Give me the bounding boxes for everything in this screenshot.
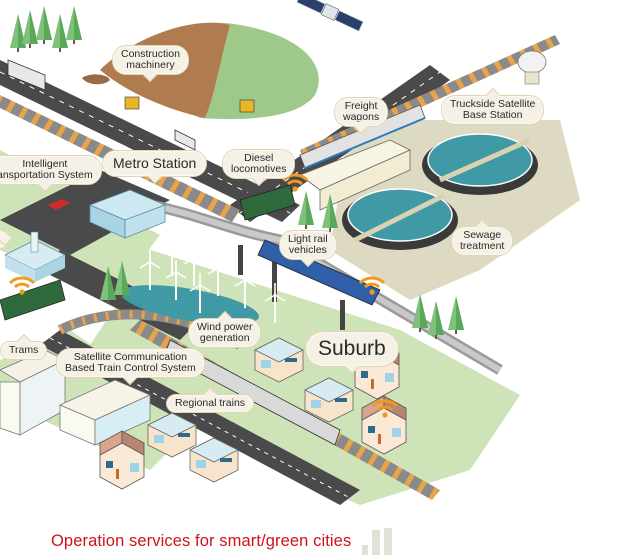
label-light-rail-vehicles: Light rail vehicles <box>279 230 337 260</box>
label-text: Suburb <box>318 337 386 360</box>
label-line: vehicles <box>288 244 327 256</box>
skyline-silhouette <box>362 528 392 555</box>
vehicles <box>7 59 255 210</box>
label-diesel-locomotives: Diesel locomotives <box>222 149 296 179</box>
diagram-title: Operation services for smart/green citie… <box>51 532 352 550</box>
label-line: machinery <box>126 59 175 71</box>
label-truckside-satellite-base-station: Truckside Satellite Base Station <box>441 95 545 125</box>
label-text: Trams <box>9 344 39 356</box>
elevated-guideway <box>148 199 503 375</box>
label-line: wagons <box>343 111 380 123</box>
label-freight-wagons: Freight wagons <box>334 97 389 127</box>
label-line: generation <box>199 332 250 344</box>
label-line: Construction <box>121 48 180 60</box>
label-line: Light rail <box>288 233 328 245</box>
label-line: Based Train Control System <box>65 362 196 374</box>
label-satellite-cbtc: Satellite Communication Based Train Cont… <box>56 348 205 378</box>
label-regional-trains: Regional trains <box>166 394 255 413</box>
label-line: Satellite Communication <box>73 351 187 363</box>
label-line: treatment <box>460 240 505 252</box>
label-construction-machinery: Construction machinery <box>112 45 189 75</box>
forest <box>10 6 82 52</box>
label-line: Freight <box>344 100 378 112</box>
satellite-dish-icon <box>517 50 547 85</box>
label-sewage-treatment: Sewage treatment <box>451 226 514 256</box>
satellite-icon <box>296 0 364 32</box>
label-line: Sewage <box>463 229 502 241</box>
label-wind-power-generation: Wind power generation <box>188 318 262 348</box>
label-metro-station: Metro Station <box>102 150 208 177</box>
label-line: locomotives <box>231 163 287 175</box>
label-trams: Trams <box>0 341 48 360</box>
label-suburb: Suburb <box>305 331 399 367</box>
sewage-treatment-plant <box>342 133 538 250</box>
label-line: Wind power <box>197 321 253 333</box>
label-line: Truckside Satellite <box>450 98 536 110</box>
label-line: Intelligent <box>22 158 68 170</box>
label-text: Regional trains <box>175 397 246 409</box>
buildings <box>0 139 411 446</box>
excavator-icon <box>124 96 255 113</box>
label-intelligent-transportation-system: Intelligent ansportation System <box>0 155 102 185</box>
label-line: ansportation System <box>0 169 93 181</box>
label-text: Metro Station <box>113 155 197 171</box>
label-line: Diesel <box>244 152 274 164</box>
label-line: Base Station <box>462 109 523 121</box>
